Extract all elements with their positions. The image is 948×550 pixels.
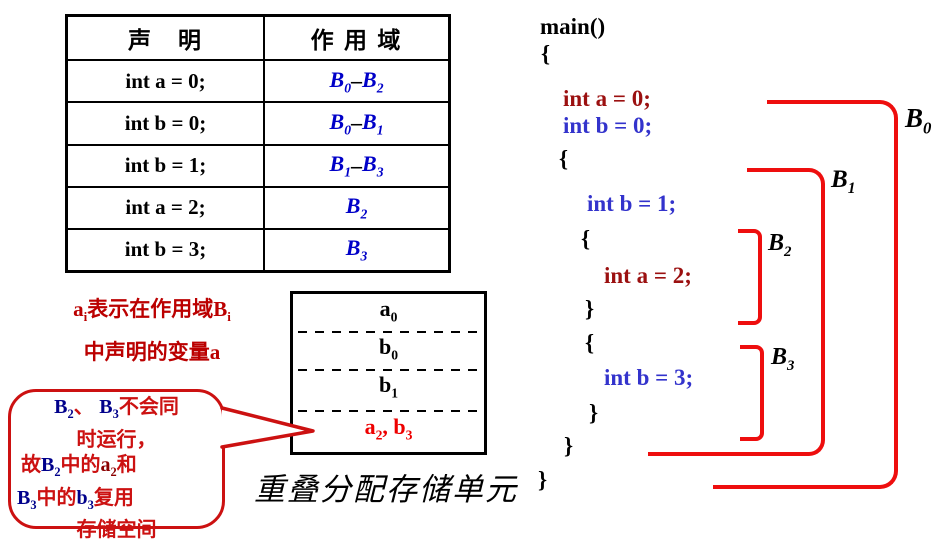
memory-cell-b1: b1 xyxy=(378,372,399,401)
code-line-main: main() xyxy=(540,14,606,39)
code-line-open1: { xyxy=(559,146,569,171)
scope-bracket-b0-bottom xyxy=(713,292,898,489)
code-line-close3: } xyxy=(589,400,599,425)
bubble-line-1: B2、 B3不会同 xyxy=(54,396,179,421)
scope-bracket-b2 xyxy=(738,229,762,325)
code-line-open0: { xyxy=(541,41,551,66)
bubble-line-3: 故B2中的a2和 xyxy=(21,454,137,479)
code-line-open3: { xyxy=(585,330,595,355)
memory-box: a0 b0 b1 a2, b3 xyxy=(290,291,487,455)
scope-cell-1: B0 – B1 xyxy=(263,101,448,144)
code-line-b0: int b = 0; xyxy=(563,113,653,138)
decl-cell-4: int b = 3; xyxy=(68,227,263,270)
memory-cell-a2-b3: a2, b3 xyxy=(364,414,413,443)
decl-cell-0: int a = 0; xyxy=(68,59,263,101)
bubble-line-4: B3中的b3复用 xyxy=(17,486,134,512)
bubble-tail-arrow xyxy=(220,406,315,449)
code-line-close2: } xyxy=(585,296,595,321)
bracket-label-b0: B0 xyxy=(905,103,932,138)
code-line-a0: int a = 0; xyxy=(563,86,651,111)
scope-cell-3: B2 xyxy=(263,185,448,228)
speech-bubble: B2、 B3不会同 时运行， 故B2中的a2和 B3中的b3复用 存储空间 xyxy=(8,389,225,541)
table-header-scope: 作 用 域 xyxy=(263,17,448,60)
memory-divider-1 xyxy=(298,331,479,333)
code-line-b3: int b = 3; xyxy=(604,365,694,390)
note-line-2: 中声明的变量a xyxy=(83,340,221,364)
caption-overlap-allocation: 重叠分配存储单元 xyxy=(254,472,518,507)
scope-bracket-b1-bottom xyxy=(648,309,825,456)
decl-cell-2: int b = 1; xyxy=(68,143,263,186)
memory-cell-b0: b0 xyxy=(378,334,399,363)
bracket-label-b1: B1 xyxy=(831,166,856,197)
code-line-open2: { xyxy=(581,226,591,251)
scope-bracket-b1-top xyxy=(747,168,825,313)
decl-cell-1: int b = 0; xyxy=(68,101,263,143)
note-line-1: ai表示在作用域Bi xyxy=(73,297,231,325)
scope-cell-0: B0 – B2 xyxy=(263,59,448,102)
code-line-close0: } xyxy=(538,467,548,492)
code-line-a2: int a = 2; xyxy=(604,263,692,288)
scope-bracket-b3 xyxy=(740,345,764,441)
bracket-label-b3: B3 xyxy=(771,344,795,374)
table-header-declaration: 声 明 xyxy=(128,27,203,54)
code-line-close1: } xyxy=(564,433,574,458)
scope-cell-4: B3 xyxy=(263,227,448,270)
bracket-label-b2: B2 xyxy=(768,230,792,260)
bubble-line-2: 时运行， xyxy=(76,428,157,451)
decl-cell-3: int a = 2; xyxy=(68,185,263,228)
memory-divider-3 xyxy=(298,410,479,412)
scope-bracket-b0-top xyxy=(767,100,898,296)
scope-cell-2: B1 – B3 xyxy=(263,143,448,186)
memory-cell-a0: a0 xyxy=(379,296,398,325)
code-line-b1: int b = 1; xyxy=(587,191,677,216)
bubble-line-5: 存储空间 xyxy=(76,519,157,541)
memory-divider-2 xyxy=(298,369,479,371)
declaration-scope-table: 声 明 作 用 域 int a = 0; B0 – B2 int b = 0; … xyxy=(65,14,451,273)
